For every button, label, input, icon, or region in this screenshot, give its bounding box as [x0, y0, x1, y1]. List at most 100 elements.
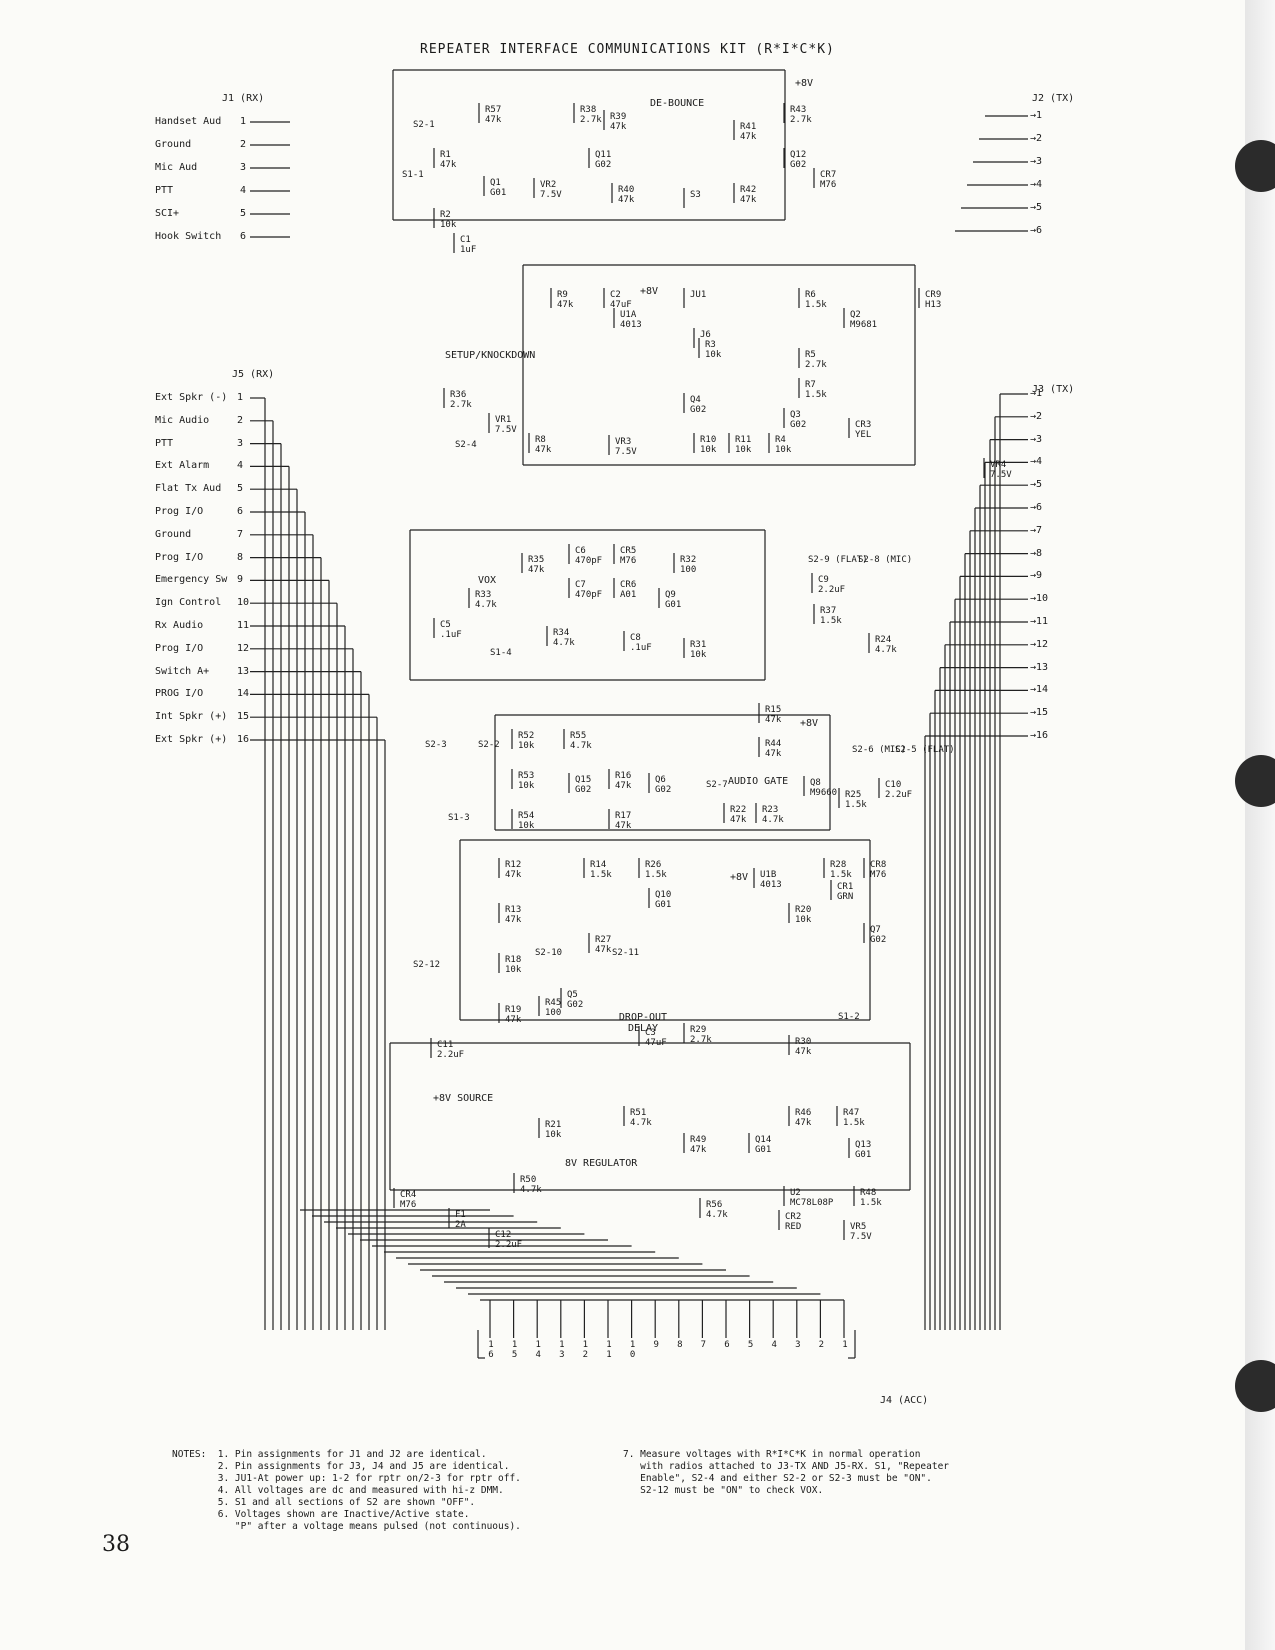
component-value: 7.5V [540, 190, 562, 200]
component-value: 2.7k [790, 115, 812, 125]
component-value: 47k [730, 815, 747, 825]
note-line: Enable", S2-4 and either S2-2 or S2-3 mu… [623, 1473, 932, 1484]
component-ref: R12 [505, 860, 522, 870]
component-ref: R35 [528, 555, 545, 565]
component-value: G01 [855, 1150, 872, 1160]
component-value: M76 [620, 556, 637, 566]
component-ref: R30 [795, 1037, 812, 1047]
component-ref: C8 [630, 633, 641, 643]
j5-label: J5 (RX) [232, 369, 275, 380]
component-ref: Q10 [655, 890, 672, 900]
component-ref: R3 [705, 340, 716, 350]
j2-pin-number: →4 [1030, 179, 1043, 190]
component-value: 1.5k [590, 870, 612, 880]
component-ref: Q13 [855, 1140, 872, 1150]
component-value: 10k [518, 781, 535, 791]
component-ref: R51 [630, 1108, 647, 1118]
component-ref: C9 [818, 575, 829, 585]
switch-label: S2-8 (MIC) [858, 555, 913, 565]
j5-pin-number: 12 [237, 642, 250, 654]
j5-pin-name: Prog I/O [155, 506, 204, 517]
component-ref: R9 [557, 290, 568, 300]
j5-pin-name: Ext Alarm [155, 460, 210, 472]
j5-pin-number: 13 [237, 665, 250, 677]
component-ref: R57 [485, 105, 502, 115]
component-value: 2.7k [690, 1035, 712, 1045]
section-source: +8V SOURCE [433, 1093, 494, 1104]
component-value: 10k [795, 915, 812, 925]
component-value: G01 [490, 188, 507, 198]
j4-pin-number: 7 [698, 1340, 709, 1350]
component-ref: CR8 [870, 860, 887, 870]
component-value: 2.7k [580, 115, 602, 125]
component-ref: VR4 [990, 460, 1007, 470]
j4-pin-number: 5 [745, 1340, 756, 1350]
component-ref: R8 [535, 435, 546, 445]
component-ref: CR5 [620, 546, 637, 556]
switch-label: S2-5 (FLAT) [895, 745, 955, 755]
component-ref: R54 [518, 811, 535, 821]
j1-pin-number: 5 [240, 208, 247, 219]
j3-pin-number: →7 [1030, 524, 1043, 536]
switch-label: S2-7 [706, 780, 728, 790]
note-line: 2. Pin assignments for J3, J4 and J5 are… [172, 1461, 510, 1472]
section-setup: SETUP/KNOCKDOWN [445, 350, 536, 361]
component-ref: U2 [790, 1188, 801, 1198]
j3-pin-number: →14 [1030, 684, 1049, 696]
component-ref: U1B [760, 870, 777, 880]
j5-pin-name: Int Spkr (+) [155, 711, 228, 723]
note-line: NOTES: 1. Pin assignments for J1 and J2 … [172, 1449, 487, 1460]
component-ref: R27 [595, 935, 612, 945]
component-ref: Q8 [810, 778, 821, 788]
component-ref: R24 [875, 635, 892, 645]
j5-pin-number: 6 [237, 506, 244, 517]
note-line: 7. Measure voltages with R*I*C*K in norm… [623, 1449, 921, 1460]
component-value: M9660 [810, 788, 838, 798]
component-value: MC78L08P [790, 1198, 834, 1208]
component-ref: VR2 [540, 180, 557, 190]
j4-pin-number: 10 [627, 1340, 638, 1360]
component-value: 47k [595, 945, 612, 955]
j5-pin-number: 15 [237, 711, 250, 723]
component-value: 1.5k [860, 1198, 882, 1208]
component-ref: CR3 [855, 420, 872, 430]
component-ref: R23 [762, 805, 779, 815]
component-value: 2.2uF [437, 1050, 465, 1060]
section-audio-gate: AUDIO GATE [728, 776, 789, 787]
component-value: 1.5k [805, 300, 827, 310]
switch-label: S2-1 [413, 120, 435, 130]
switch-label: S1-1 [402, 170, 424, 180]
component-value: 2A [455, 1220, 466, 1230]
component-value: .1uF [440, 630, 462, 640]
component-ref: R2 [440, 210, 451, 220]
j5-pin-name: PROG I/O [155, 688, 204, 700]
section-dropout: DROP-OUT DELAY [618, 1012, 668, 1034]
component-value: 2.2uF [495, 1240, 523, 1250]
component-value: 47k [505, 870, 522, 880]
component-ref: R43 [790, 105, 807, 115]
component-ref: C1 [460, 235, 471, 245]
component-ref: R19 [505, 1005, 522, 1015]
j1-pin-number: 1 [240, 116, 247, 127]
